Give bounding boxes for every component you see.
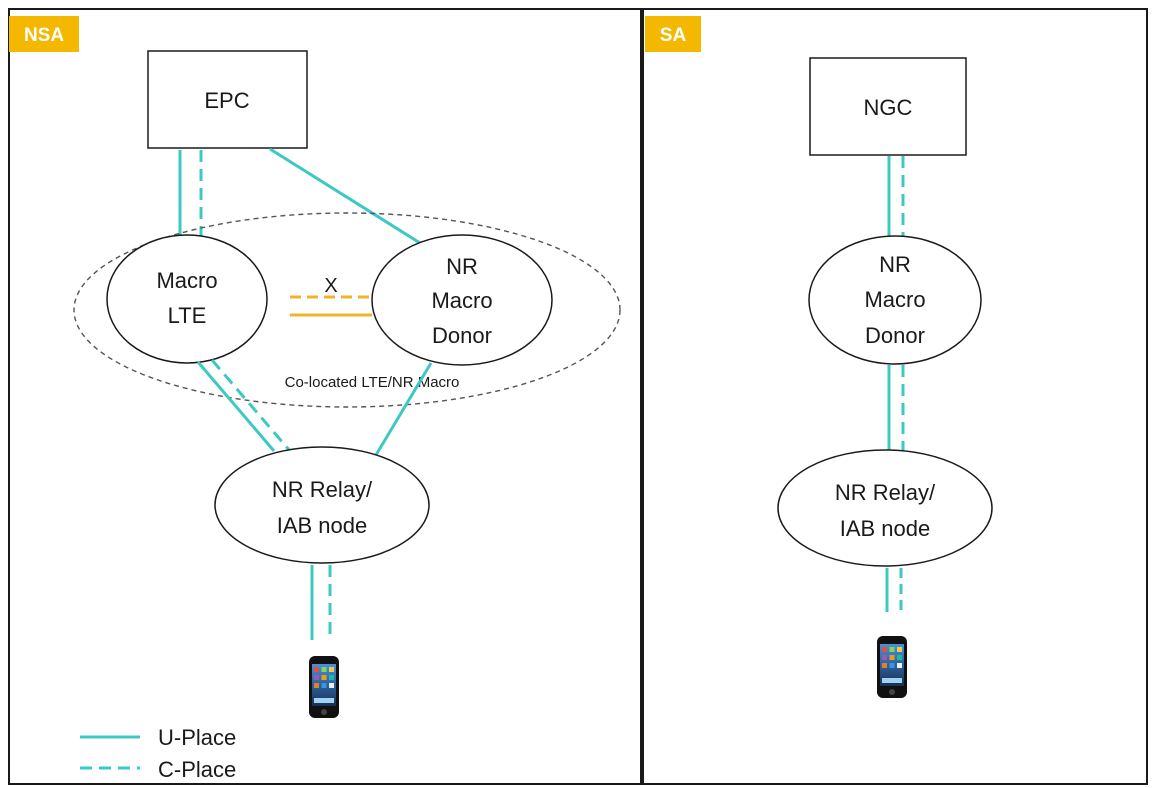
nsa-panel: NSA EPC Macro LTE NR Macro Donor X Co-lo… xyxy=(8,8,642,785)
nsa-relay-line1: NR Relay/ xyxy=(272,477,373,502)
sa-tag-badge xyxy=(645,16,701,52)
lte-relay-u-plane xyxy=(196,361,276,452)
sa-relay-line1: NR Relay/ xyxy=(835,480,936,505)
sa-nr-donor-line2: Macro xyxy=(864,287,925,312)
nr-donor-line3: Donor xyxy=(432,323,492,348)
epc-box xyxy=(147,50,308,149)
sa-tag: SA xyxy=(660,25,687,46)
nsa-relay-node xyxy=(214,446,430,564)
lte-relay-c-plane xyxy=(210,359,292,452)
epc-label: EPC xyxy=(204,88,249,113)
sa-relay-line2: IAB node xyxy=(840,516,931,541)
legend-u-label: U-Place xyxy=(158,725,236,750)
nsa-tag-badge xyxy=(9,16,79,52)
nr-donor-line2: Macro xyxy=(431,288,492,313)
sa-nr-donor-line1: NR xyxy=(879,252,911,277)
nsa-smartphone-icon xyxy=(309,656,339,718)
ngc-box xyxy=(809,57,967,156)
colocated-label: Co-located LTE/NR Macro xyxy=(285,374,460,391)
sa-smartphone-icon xyxy=(877,636,907,698)
epc-nr-u-plane xyxy=(269,147,421,245)
macro-lte-line1: Macro xyxy=(156,268,217,293)
nsa-panel-border xyxy=(8,8,642,785)
nsa-tag: NSA xyxy=(24,25,64,46)
ngc-label: NGC xyxy=(864,95,913,120)
macro-lte-line2: LTE xyxy=(168,303,207,328)
nr-donor-line1: NR xyxy=(446,254,478,279)
sa-nr-donor-line3: Donor xyxy=(865,323,925,348)
nr-donor-node xyxy=(371,234,553,366)
donor-relay-u-plane xyxy=(374,362,433,456)
nsa-relay-line2: IAB node xyxy=(277,513,368,538)
colocated-region xyxy=(73,212,621,408)
x2-label: X xyxy=(324,275,337,297)
sa-nr-donor-node xyxy=(808,235,982,365)
sa-panel: SA NGC NR Macro Donor NR Relay/ IAB node xyxy=(642,8,1148,785)
macro-lte-node xyxy=(106,234,268,364)
sa-relay-node xyxy=(777,449,993,567)
sa-panel-border xyxy=(642,8,1148,785)
legend-c-label: C-Place xyxy=(158,757,236,782)
